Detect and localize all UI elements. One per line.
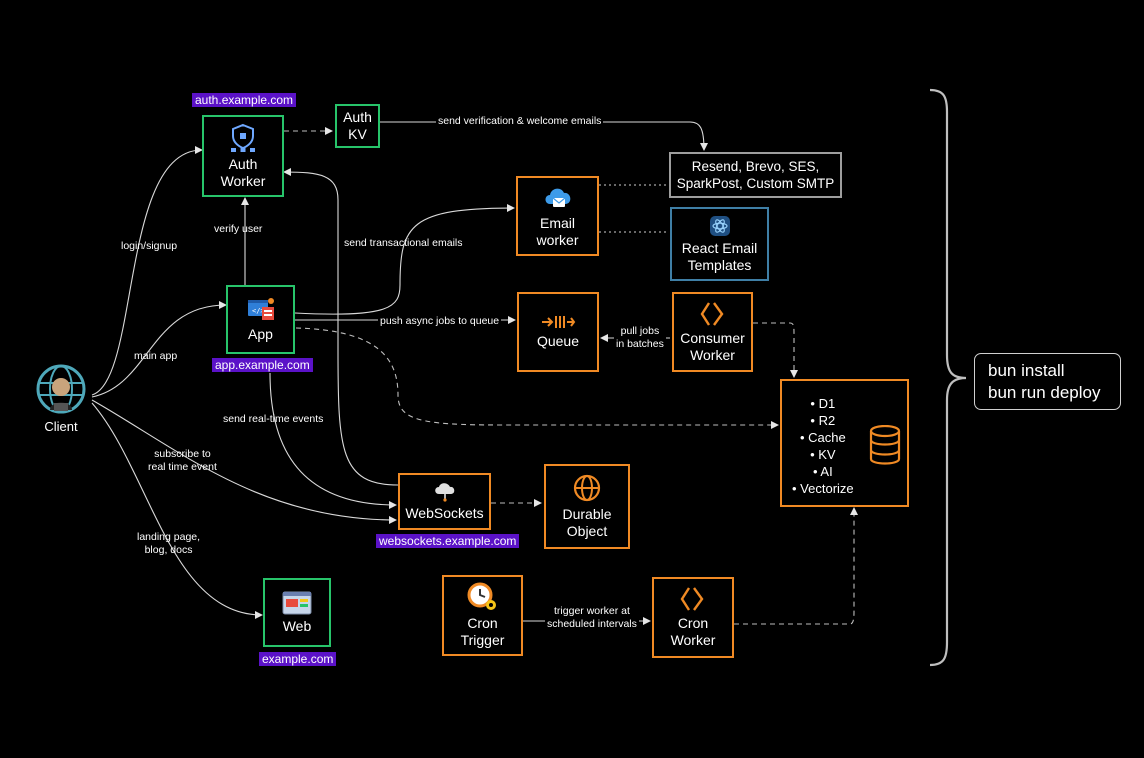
email-worker-line2: worker — [536, 231, 579, 248]
react-email-line2: Templates — [687, 256, 752, 273]
edge-send-realtime — [269, 372, 397, 509]
edge-label-landing: landing page, blog, docs — [137, 531, 200, 557]
consumer-worker-node[interactable]: Consumer Worker — [672, 292, 753, 372]
landing-line2: blog, docs — [144, 544, 193, 556]
storage-item-ai: • AI — [812, 464, 833, 479]
cron-trigger-node[interactable]: Cron Trigger — [442, 575, 523, 656]
durable-object-line1: Durable — [562, 506, 612, 522]
queue-node[interactable]: Queue — [517, 292, 599, 372]
auth-kv-node[interactable]: Auth KV — [335, 104, 380, 148]
app-domain-tag: app.example.com — [212, 358, 313, 372]
storage-item-r2: • R2 — [810, 413, 836, 428]
edge-app-storage — [295, 327, 779, 429]
svg-text:</>: </> — [252, 307, 265, 315]
edge-label-push-async: push async jobs to queue — [378, 315, 502, 328]
browser-icon — [282, 591, 312, 614]
deploy-line2: bun run deploy — [988, 383, 1101, 402]
deploy-line1: bun install — [988, 361, 1065, 380]
react-email-node[interactable]: React Email Templates — [670, 207, 769, 281]
trigger-line2: scheduled intervals — [547, 618, 637, 630]
cron-worker-line1: Cron — [677, 615, 709, 631]
web-node[interactable]: Web — [263, 578, 331, 647]
consumer-worker-line2: Worker — [690, 346, 735, 363]
shield-network-icon — [231, 123, 255, 152]
storage-item-cache: • Cache — [799, 430, 846, 445]
email-providers-line2: SparkPost, Custom SMTP — [676, 176, 835, 191]
globe-icon — [573, 474, 601, 502]
ws-domain-tag: websockets.example.com — [376, 534, 520, 548]
durable-object-node[interactable]: Durable Object — [544, 464, 630, 549]
edge-subscribe — [91, 399, 397, 524]
websockets-node[interactable]: WebSockets — [398, 473, 491, 530]
email-worker-node[interactable]: Email worker — [516, 176, 599, 256]
edge-label-login: login/signup — [121, 240, 178, 252]
queue-icon — [542, 316, 576, 328]
landing-line1: landing page, — [137, 531, 201, 543]
app-node[interactable]: </> App — [226, 285, 295, 354]
email-cloud-icon — [545, 188, 570, 207]
email-providers-node[interactable]: Resend, Brevo, SES, SparkPost, Custom SM… — [669, 152, 842, 198]
edge-label-subscribe: subscribe to real time event — [148, 448, 217, 474]
deploy-commands-box: bun install bun run deploy — [974, 353, 1121, 410]
app-window-icon: </> — [247, 297, 274, 320]
edge-ws-auth — [283, 168, 399, 486]
storage-node[interactable]: • D1 • R2 • Cache • KV • AI • Vectorize — [780, 379, 909, 507]
consumer-worker-line1: Consumer — [680, 329, 745, 346]
client-node[interactable]: Client — [34, 363, 88, 433]
subscribe-line1: subscribe to — [154, 448, 211, 460]
web-domain-tag: example.com — [259, 652, 337, 666]
worker-chevron-icon — [700, 301, 723, 326]
worker-chevron-icon — [680, 587, 704, 611]
auth-kv-line2: KV — [348, 126, 367, 142]
email-providers-line1: Resend, Brevo, SES, — [691, 159, 820, 174]
subscribe-line2: real time event — [148, 461, 217, 473]
react-email-icon — [709, 215, 730, 236]
storage-item-d1: • D1 — [810, 396, 836, 411]
storage-item-kv: • KV — [810, 447, 836, 462]
storage-item-vectorize: • Vectorize — [792, 481, 854, 496]
client-label: Client — [44, 419, 78, 434]
database-icon — [869, 425, 901, 465]
pull-jobs-line2: in batches — [616, 338, 664, 350]
web-label: Web — [282, 617, 312, 634]
trigger-line1: trigger worker at — [554, 605, 630, 617]
edge-label-send-verification: send verification & welcome emails — [436, 115, 604, 128]
edge-label-verify: verify user — [214, 223, 263, 235]
edge-main-app — [91, 301, 227, 398]
edge-label-send-transactional: send transactional emails — [344, 237, 463, 249]
durable-object-line2: Object — [566, 523, 608, 539]
pull-jobs-line1: pull jobs — [620, 325, 660, 337]
websockets-label: WebSockets — [405, 504, 484, 521]
websocket-cloud-icon — [434, 482, 454, 502]
edge-consumer-storage — [753, 322, 798, 378]
edge-label-realtime: send real-time events — [223, 413, 324, 425]
edge-label-main-app: main app — [134, 350, 178, 362]
react-email-line1: React Email — [681, 239, 758, 256]
edge-label-trigger: trigger worker at scheduled intervals — [545, 605, 639, 631]
edge-landing — [91, 402, 263, 619]
brace — [929, 88, 967, 667]
email-worker-line1: Email — [539, 214, 575, 231]
cron-trigger-line2: Trigger — [460, 632, 505, 648]
auth-worker-node[interactable]: Auth Worker — [202, 115, 284, 197]
edge-login-signup — [91, 146, 203, 396]
queue-label: Queue — [536, 333, 580, 349]
edge-send-verification — [380, 121, 708, 151]
cron-worker-line2: Worker — [670, 632, 716, 648]
auth-kv-line1: Auth — [343, 109, 372, 125]
edge-send-transactional — [294, 204, 515, 315]
app-label: App — [248, 325, 273, 342]
auth-worker-line1: Auth — [228, 155, 258, 172]
cron-worker-node[interactable]: Cron Worker — [652, 577, 734, 658]
cron-trigger-line1: Cron — [467, 615, 498, 631]
clock-gear-icon — [467, 582, 496, 610]
storage-list: • D1 • R2 • Cache • KV • AI • Vectorize — [792, 395, 854, 497]
auth-worker-line2: Worker — [220, 172, 266, 189]
edge-cron-storage — [734, 507, 858, 625]
auth-domain-tag: auth.example.com — [192, 93, 297, 107]
edge-label-pull-jobs: pull jobs in batches — [614, 325, 666, 351]
client-icon — [36, 364, 86, 414]
